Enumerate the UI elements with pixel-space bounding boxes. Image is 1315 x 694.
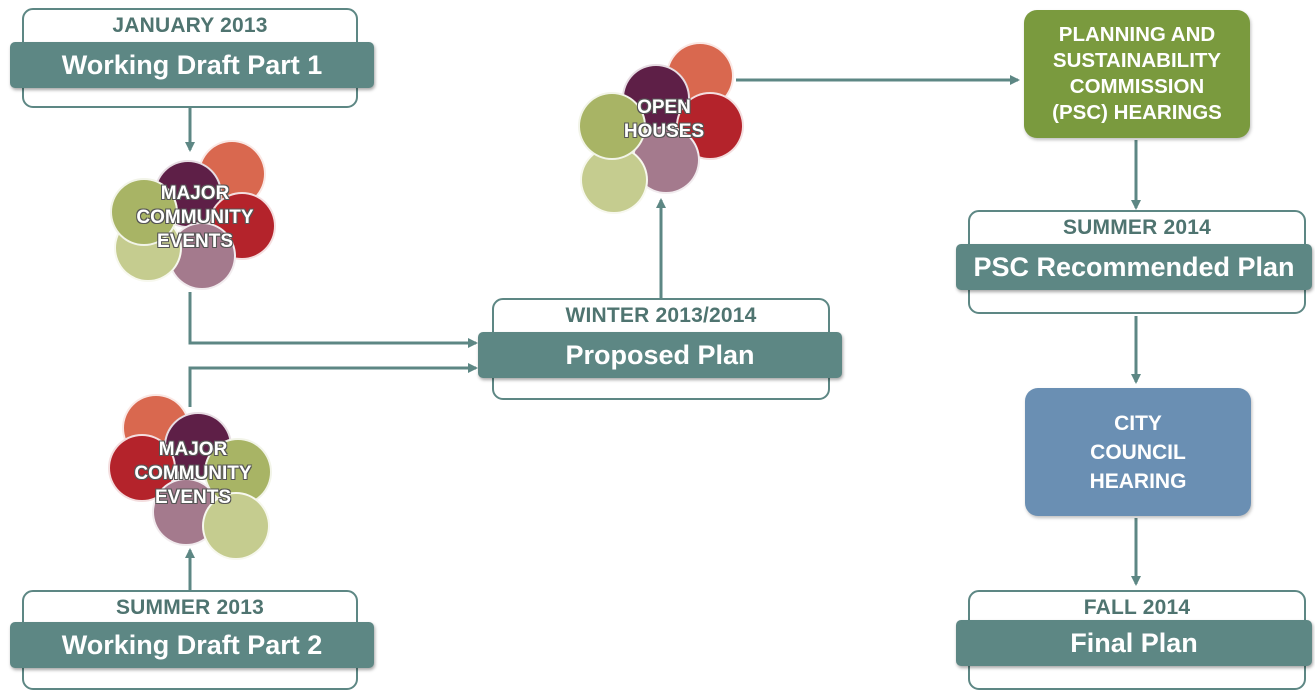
cluster-label-line: HOUSES — [623, 121, 705, 142]
bubble — [110, 178, 178, 246]
milestone-date: WINTER 2013/2014 — [565, 304, 757, 327]
arrow-events-to-proposed — [188, 292, 478, 348]
arrow-events2-to-proposed — [188, 363, 478, 407]
milestone-title-banner: Working Draft Part 2 — [10, 622, 374, 668]
milestone-date: FALL 2014 — [1083, 596, 1191, 619]
milestone-title-banner: Final Plan — [956, 620, 1312, 666]
bubble — [202, 492, 270, 560]
cluster-label-line: EVENTS — [156, 231, 234, 252]
psc-hearings-line: PLANNING AND — [1058, 23, 1216, 46]
community-events-cluster-bottom: MAJOR COMMUNITY EVENTS — [108, 394, 278, 564]
milestone-title-banner: PSC Recommended Plan — [956, 244, 1312, 290]
psc-hearings-box: PLANNING AND SUSTAINABILITY COMMISSION (… — [1024, 10, 1250, 138]
cluster-label: MAJOR COMMUNITY EVENTS — [108, 438, 278, 510]
cluster-label-line: EVENTS — [154, 487, 232, 508]
bubble — [578, 92, 646, 160]
cluster-label-line: MAJOR — [158, 439, 228, 460]
psc-hearings-line: (PSC) HEARINGS — [1052, 101, 1222, 124]
council-hearing-line: HEARING — [1089, 469, 1187, 493]
cluster-label: MAJOR COMMUNITY EVENTS — [110, 182, 280, 254]
psc-hearings-line: COMMISSION — [1069, 75, 1205, 98]
city-council-hearing-box: CITY COUNCIL HEARING — [1025, 388, 1251, 516]
cluster-label: OPEN HOUSES — [578, 96, 750, 144]
open-houses-cluster: OPEN HOUSES — [578, 42, 750, 214]
milestone-date: SUMMER 2013 — [115, 596, 265, 619]
cluster-label-line: OPEN — [637, 97, 691, 118]
milestone-date: JANUARY 2013 — [112, 14, 268, 37]
council-hearing-line: COUNCIL — [1090, 440, 1186, 464]
cluster-label-line: MAJOR — [160, 183, 230, 204]
council-hearing-line: CITY — [1114, 411, 1162, 435]
community-events-cluster-top: MAJOR COMMUNITY EVENTS — [110, 140, 280, 292]
psc-hearings-line: SUSTAINABILITY — [1052, 49, 1222, 72]
milestone-title-banner: Proposed Plan — [478, 332, 842, 378]
milestone-date: SUMMER 2014 — [1062, 216, 1212, 239]
cluster-label-line: COMMUNITY — [136, 207, 254, 228]
cluster-label-line: COMMUNITY — [134, 463, 252, 484]
milestone-title-banner: Working Draft Part 1 — [10, 42, 374, 88]
